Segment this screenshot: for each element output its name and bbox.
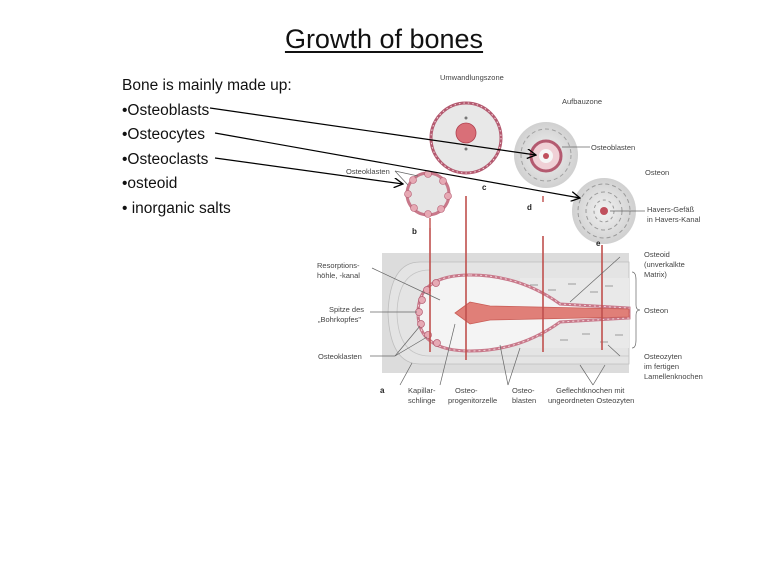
intro-text: Bone is mainly made up: xyxy=(122,77,292,94)
label-osteozyten-3: Lamellenknochen xyxy=(644,372,703,381)
label-geflecht-2: ungeordneten Osteozyten xyxy=(548,396,634,405)
label-osteon-right: Osteon xyxy=(644,306,668,315)
connector-arrows xyxy=(209,107,580,198)
label-resorption-1: Resorptions- xyxy=(317,261,360,270)
label-kapillar-1: Kapillar- xyxy=(408,386,436,395)
label-resorption-2: höhle, -kanal xyxy=(317,271,360,280)
panel-letter-d: d xyxy=(527,203,532,212)
label-osteoklasten-top: Osteoklasten xyxy=(346,167,390,176)
arrow-osteocytes xyxy=(214,132,580,198)
label-osteoid-3: Matrix) xyxy=(644,270,667,279)
bullet-inorganic-salts: • inorganic salts xyxy=(122,199,231,217)
label-progenitor-2: progenitorzelle xyxy=(448,396,497,405)
label-spitze-2: „Bohrkopfes" xyxy=(318,315,361,324)
panel-letter-b: b xyxy=(412,227,417,236)
slide-body: Bone is mainly made up: •Osteoblasts •Os… xyxy=(122,74,292,221)
panel-d-aufbauzone: d xyxy=(514,122,590,212)
label-umwandlungszone: Umwandlungszone xyxy=(440,73,504,82)
label-osteoid-2: (unverkalkte xyxy=(644,260,685,269)
panel-c-umwandlungszone: c xyxy=(429,101,503,192)
label-osteon-top: Osteon xyxy=(645,168,669,177)
label-osteozyten-1: Osteozyten xyxy=(644,352,682,361)
label-blasten-1: Osteo- xyxy=(512,386,535,395)
bullet-osteoblasts: •Osteoblasts xyxy=(122,101,210,119)
label-aufbauzone: Aufbauzone xyxy=(562,97,602,106)
label-kapillar-2: schlinge xyxy=(408,396,436,405)
label-havers-1: Havers-Gefäß xyxy=(647,205,695,214)
bullet-osteoclasts: •Osteoclasts xyxy=(122,150,209,168)
arrow-osteoblasts xyxy=(209,107,536,155)
label-osteoblasten: Osteoblasten xyxy=(591,143,635,152)
panel-a-longitudinal-section: a xyxy=(370,196,641,395)
label-geflecht-1: Geflechtknochen mit xyxy=(556,386,625,395)
panel-letter-a: a xyxy=(380,386,385,395)
label-blasten-2: blasten xyxy=(512,396,536,405)
panel-letter-c: c xyxy=(482,183,487,192)
label-osteoklasten-bottom: Osteoklasten xyxy=(318,352,362,361)
slide-title: Growth of bones xyxy=(284,24,484,54)
panel-letter-e: e xyxy=(596,239,601,248)
label-spitze-1: Spitze des xyxy=(329,305,364,314)
bullet-osteocytes: •Osteocytes xyxy=(122,126,205,143)
bullet-osteoid: •osteoid xyxy=(122,175,178,192)
label-osteoid-1: Osteoid xyxy=(644,250,670,259)
label-osteozyten-2: im fertigen xyxy=(644,362,679,371)
panel-b-osteoclast-ring: b xyxy=(394,170,452,236)
label-havers-2: in Havers-Kanal xyxy=(647,215,701,224)
arrow-osteoclasts xyxy=(214,157,403,184)
label-progenitor-1: Osteo- xyxy=(455,386,478,395)
panel-e-osteon: e xyxy=(572,178,645,248)
